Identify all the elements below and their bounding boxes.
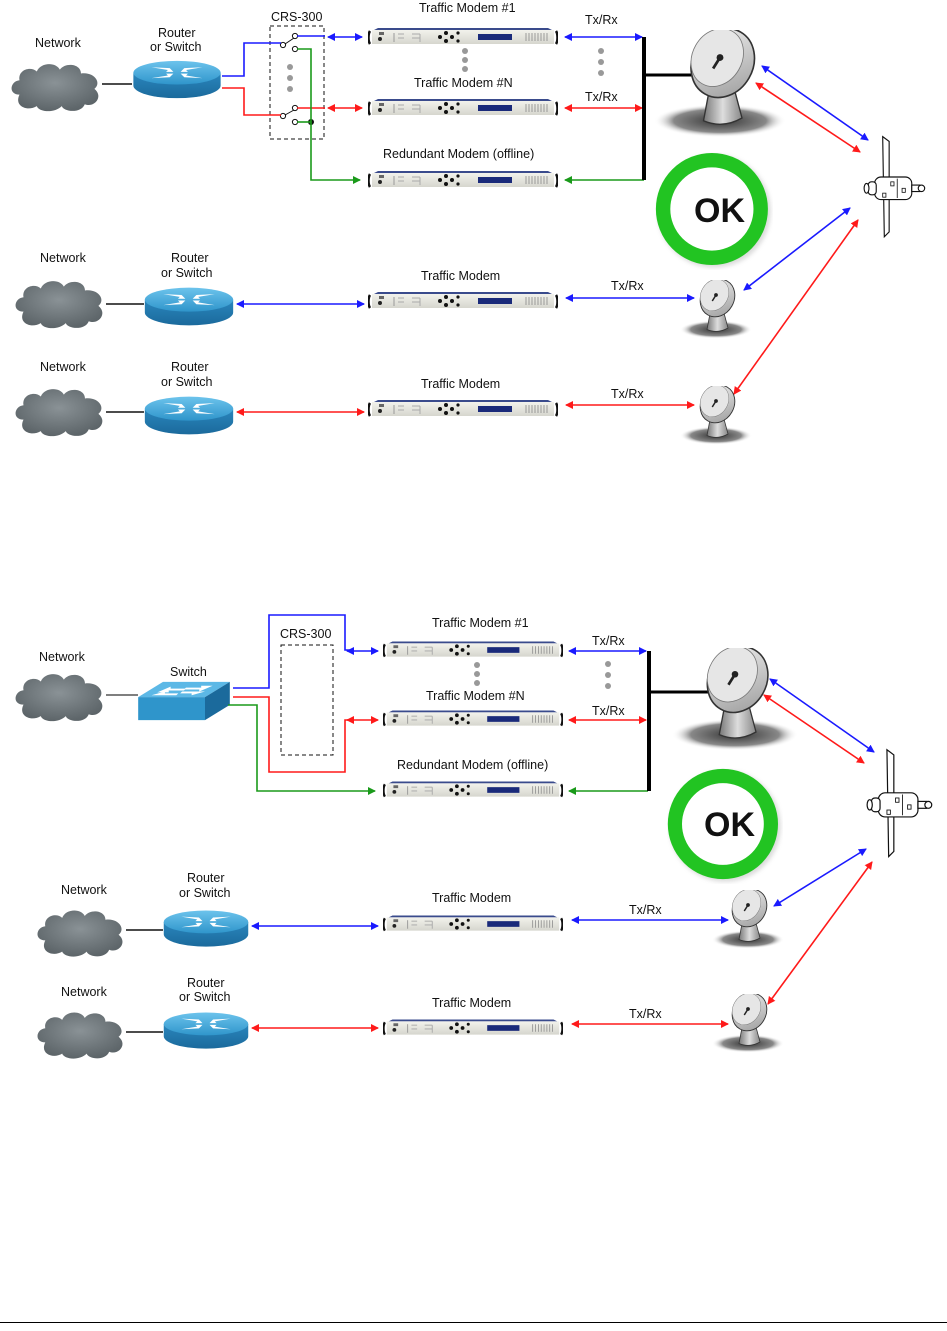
txrx-label: Tx/Rx (611, 279, 644, 293)
diagram-router-based: Network Router or Switch CRS-300 Traffic… (11, 1, 926, 446)
modem-1-label: Traffic Modem #1 (419, 1, 516, 15)
txrx-label-1: Tx/Rx (585, 13, 618, 27)
modem-1-icon (368, 28, 558, 46)
network-cloud-icon (15, 674, 103, 722)
redundant-modem-icon (368, 171, 558, 189)
txrx-label-n: Tx/Rx (592, 704, 625, 718)
satellite-icon (866, 749, 933, 858)
router-label-line2: or Switch (161, 266, 212, 280)
remote-antenna-icon (711, 890, 785, 950)
redundant-modem-label: Redundant Modem (offline) (397, 758, 548, 772)
remote-antenna-icon (679, 386, 753, 446)
switch-icon (138, 681, 230, 721)
network-label: Network (61, 883, 108, 897)
remote-site-2: Network Router or Switch Traffic Modem T… (15, 360, 753, 446)
router-label-line2: or Switch (179, 990, 230, 1004)
remote-site-1: Network Router or Switch Traffic Modem T… (37, 871, 785, 957)
modem-n-label: Traffic Modem #N (414, 76, 513, 90)
modem-label: Traffic Modem (421, 269, 500, 283)
crs300-box (280, 644, 334, 756)
status-ok-text: OK (694, 192, 745, 230)
diagram-switch-based: Network Switch CRS-300 Traffic Modem #1 … (15, 614, 933, 1059)
remote-antenna-icon (679, 280, 753, 340)
router-label-line2: or Switch (161, 375, 212, 389)
network-cloud-icon (37, 910, 123, 957)
page-footer-rule (0, 1322, 947, 1323)
network-label: Network (35, 36, 82, 50)
modem-icon (368, 292, 558, 310)
status-ok-text: OK (704, 806, 755, 844)
redundant-modem-icon (383, 781, 563, 798)
crs300-label: CRS-300 (271, 10, 322, 24)
remote-site-2: Network Router or Switch Traffic Modem T… (37, 976, 785, 1059)
modem-n-icon (383, 710, 563, 727)
network-label: Network (40, 360, 87, 374)
modem-1-icon (383, 641, 563, 658)
network-cloud-icon (11, 64, 99, 112)
txrx-label: Tx/Rx (629, 1007, 662, 1021)
router-icon (163, 1012, 249, 1049)
remote-site-1: Network Router or Switch Traffic Modem T… (15, 251, 753, 340)
hub-antenna-icon (652, 30, 788, 139)
modem-n-label: Traffic Modem #N (426, 689, 525, 703)
txrx-label-1: Tx/Rx (592, 634, 625, 648)
router-label-line1: Router (158, 26, 196, 40)
modem-icon (383, 1019, 563, 1036)
redundant-modem-label: Redundant Modem (offline) (383, 147, 534, 161)
router-icon (163, 910, 249, 947)
router-icon (144, 396, 234, 435)
txrx-label-n: Tx/Rx (585, 90, 618, 104)
router-icon (133, 60, 221, 99)
router-label-line1: Router (187, 871, 225, 885)
router-icon (144, 287, 234, 326)
router-label-line1: Router (171, 251, 209, 265)
modem-1-label: Traffic Modem #1 (432, 616, 529, 630)
txrx-label: Tx/Rx (629, 903, 662, 917)
router-label-line1: Router (171, 360, 209, 374)
router-label-line2: or Switch (150, 40, 201, 54)
network-label: Network (39, 650, 86, 664)
modem-label: Traffic Modem (432, 996, 511, 1010)
network-cloud-icon (15, 389, 103, 437)
modem-label: Traffic Modem (432, 891, 511, 905)
modem-icon (383, 915, 563, 932)
network-label: Network (61, 985, 108, 999)
crs300-label: CRS-300 (280, 627, 331, 641)
modem-label: Traffic Modem (421, 377, 500, 391)
network-label: Network (40, 251, 87, 265)
satellite-icon (863, 135, 926, 238)
switch-label: Switch (170, 665, 207, 679)
router-label-line2: or Switch (179, 886, 230, 900)
network-cloud-icon (15, 281, 103, 329)
network-cloud-icon (37, 1012, 123, 1059)
modem-icon (368, 400, 558, 418)
router-label-line1: Router (187, 976, 225, 990)
txrx-label: Tx/Rx (611, 387, 644, 401)
modem-n-icon (368, 99, 558, 117)
